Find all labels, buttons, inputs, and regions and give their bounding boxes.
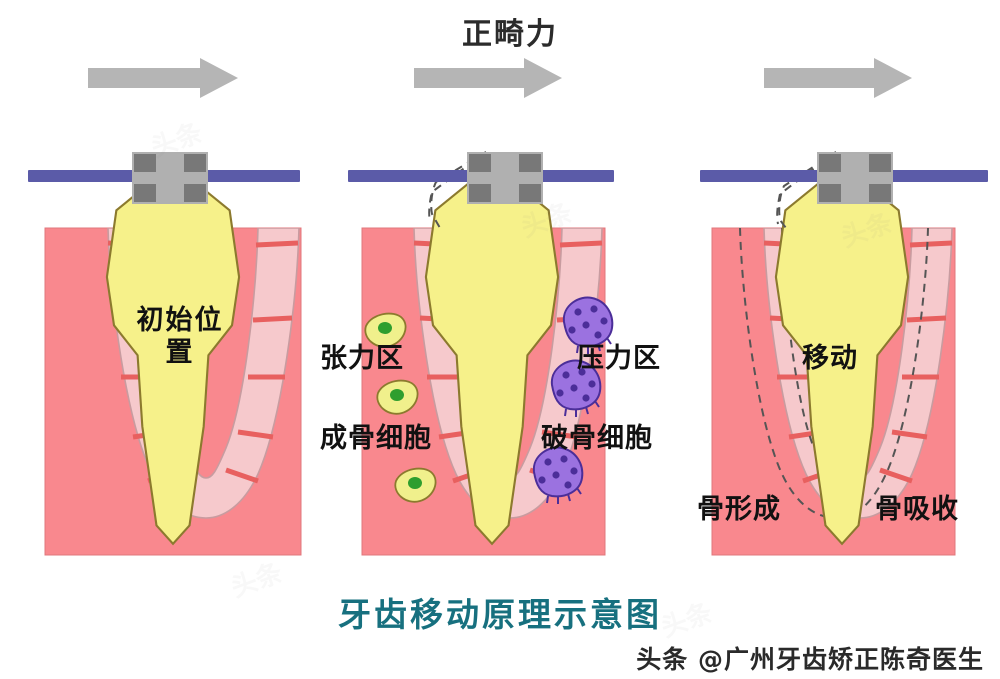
osteoclast-cell [532, 446, 584, 504]
label-osteoclast: 破骨细胞 [541, 423, 653, 454]
pdl-fibers-right-3 [879, 240, 953, 484]
label-initial-position: 初始位置 [136, 305, 224, 368]
diagram-title: 牙齿移动原理示意图 [338, 595, 662, 634]
osteoblast-cell [376, 379, 419, 415]
osteoblast-cell [394, 467, 437, 503]
force-arrow-panel-1 [88, 58, 238, 98]
force-caption: 正畸力 [462, 17, 558, 52]
force-arrow-panel-3 [764, 58, 912, 98]
osteoblast-cells [364, 312, 437, 503]
label-osteoblast: 成骨细胞 [320, 423, 432, 454]
bracket-2 [467, 152, 543, 204]
label-movement: 移动 [802, 343, 858, 374]
author-credit: 头条 @广州牙齿矫正陈奇医生 [636, 645, 984, 674]
label-pressure-zone: 压力区 [577, 343, 661, 374]
label-tension-zone: 张力区 [320, 343, 404, 374]
osteoclast-cells [532, 296, 614, 504]
pdl-fibers-right-1 [225, 240, 299, 484]
osteoclast-cell [562, 296, 614, 354]
label-bone-formation: 骨形成 [697, 494, 781, 525]
original-crown-outline-top-3 [776, 151, 837, 225]
bracket-1 [132, 152, 208, 204]
panel-force-applied [348, 58, 614, 556]
panel-initial [28, 58, 302, 556]
bracket-3 [817, 152, 893, 204]
panel-moved [700, 58, 988, 556]
osteoblast-cell [364, 312, 407, 348]
osteoclast-cell [550, 359, 602, 417]
label-bone-resorption: 骨吸收 [875, 494, 959, 525]
force-arrow-panel-2 [414, 58, 562, 98]
original-crown-outline-3 [778, 151, 837, 229]
